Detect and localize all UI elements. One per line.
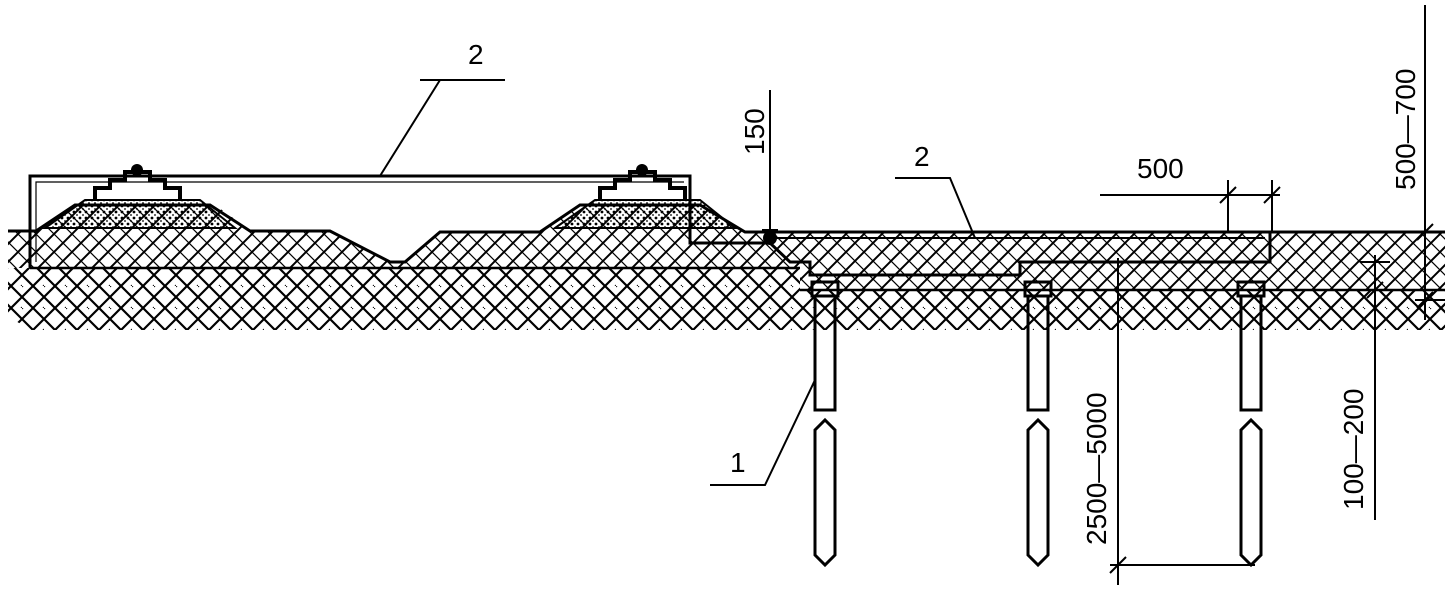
electrode-3 bbox=[1236, 280, 1266, 568]
layer-boundary-line bbox=[30, 266, 1445, 292]
dim-500-700-label: 500—700 bbox=[1390, 69, 1421, 190]
left-grounding-conductor bbox=[28, 174, 770, 268]
leader-lines bbox=[379, 79, 976, 486]
dim-100-200-line bbox=[1360, 255, 1390, 520]
dim-500-700-line bbox=[1415, 5, 1445, 320]
dim-500-label: 500 bbox=[1137, 153, 1184, 184]
rail-head-right bbox=[636, 164, 648, 176]
dim-100-200-label: 100—200 bbox=[1338, 389, 1369, 510]
rail-head-left bbox=[131, 164, 143, 176]
dimension-lines bbox=[762, 5, 1445, 585]
dim-2500-5000-label: 2500—5000 bbox=[1081, 392, 1112, 545]
electrode-1 bbox=[810, 280, 840, 568]
dim-2500-5000-line bbox=[1109, 258, 1255, 585]
leader-left-conductor bbox=[379, 79, 505, 177]
dim-150-label: 150 bbox=[739, 108, 770, 155]
dim-500-line bbox=[1100, 180, 1281, 232]
leader-right-conductor bbox=[895, 177, 976, 239]
electrode-2 bbox=[1023, 280, 1053, 568]
callout-left-conductor: 2 bbox=[468, 39, 484, 70]
soil-lower-layer bbox=[8, 268, 1445, 330]
leader-electrode bbox=[710, 379, 816, 486]
ballast-left bbox=[41, 199, 238, 229]
callout-vertical-electrode: 1 bbox=[730, 447, 746, 478]
callout-right-conductor: 2 bbox=[914, 141, 930, 172]
dim-150-line bbox=[762, 90, 778, 245]
vertical-electrodes bbox=[810, 280, 1266, 568]
track-structure bbox=[41, 164, 738, 229]
soil-upper-layer bbox=[8, 205, 1445, 290]
